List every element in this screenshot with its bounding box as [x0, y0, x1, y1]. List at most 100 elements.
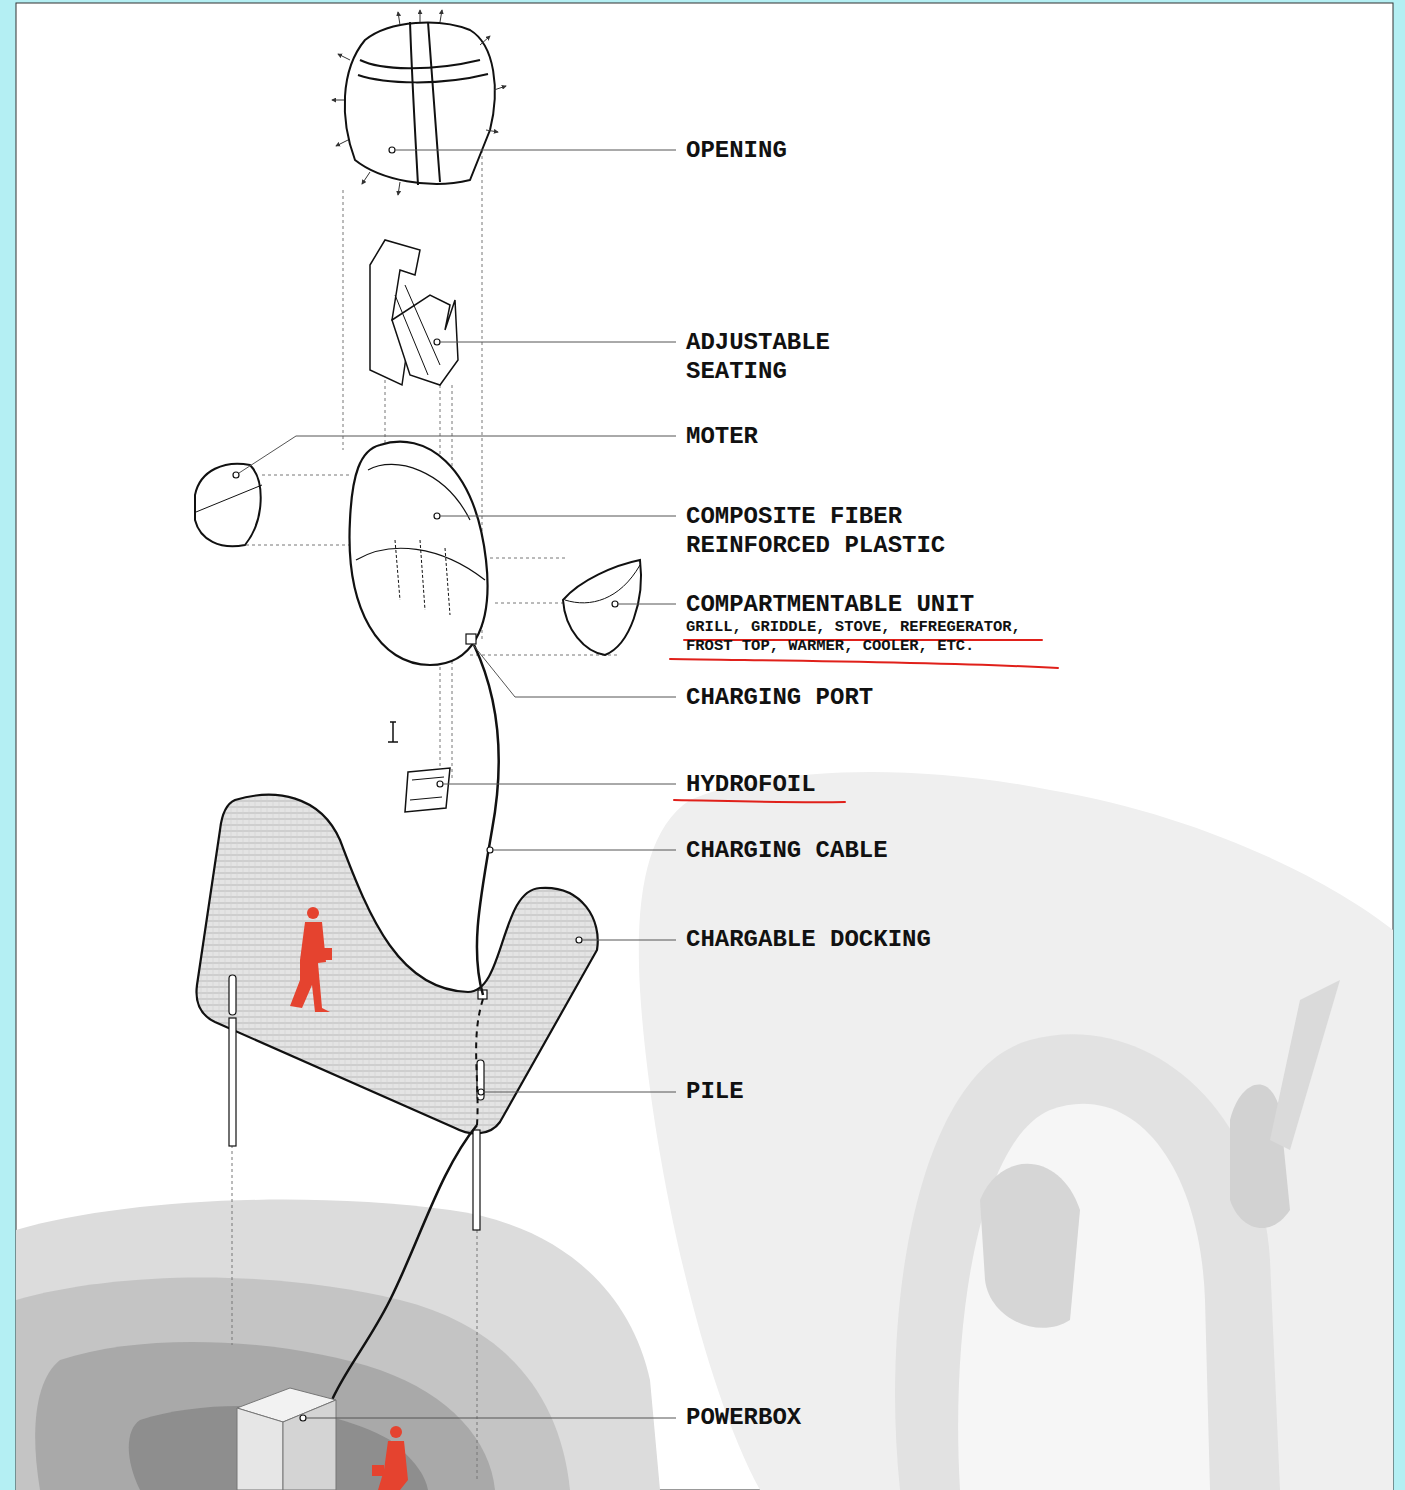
motion-arrow — [420, 10, 421, 22]
compartment-part — [563, 560, 641, 655]
motor-shell — [195, 464, 261, 547]
leader-line — [440, 342, 676, 343]
leader-dot — [478, 1089, 484, 1095]
motion-arrow — [398, 182, 400, 195]
compartment-seam — [565, 565, 640, 603]
leader-line — [493, 850, 676, 851]
contour — [16, 1278, 570, 1490]
leader-line — [474, 646, 676, 697]
hull-rim — [368, 464, 470, 520]
leader-dot — [612, 601, 618, 607]
leader-line — [484, 1092, 676, 1093]
charging-port-symbol — [466, 634, 476, 644]
motion-arrow — [440, 10, 442, 22]
guide-line — [490, 558, 565, 559]
part-label: CHARGING PORT — [686, 683, 873, 712]
leader-line — [582, 940, 676, 941]
leader-line — [440, 516, 676, 517]
part-label: GRILL, GRIDDLE, STOVE, REFREGERATOR, FRO… — [686, 618, 1030, 656]
hull-outline — [350, 442, 488, 665]
hydrofoil-wing — [405, 768, 450, 812]
shell-rib — [358, 74, 488, 82]
render-shadow — [1270, 980, 1340, 1150]
motion-arrow — [336, 140, 348, 146]
shell-rib — [360, 60, 480, 68]
guide-line — [240, 545, 355, 546]
guide-line — [262, 475, 352, 476]
shell-outline — [345, 23, 495, 184]
leader-dot — [434, 513, 440, 519]
seat-base — [392, 295, 458, 385]
pile — [473, 1130, 480, 1230]
render-pod-inner — [958, 1104, 1210, 1490]
red-markup — [670, 640, 1058, 803]
seat-rail — [395, 295, 428, 375]
part-label: MOTER — [686, 422, 758, 451]
charging-cable — [474, 645, 499, 995]
render-platform — [639, 772, 1393, 1490]
leader-dot — [576, 937, 582, 943]
figure-body — [290, 922, 330, 1012]
part-label: CHARGABLE DOCKING — [686, 925, 931, 954]
motion-arrow — [338, 54, 350, 60]
part-label: PILE — [686, 1077, 744, 1106]
leader-line — [443, 784, 676, 785]
hull-frame — [395, 540, 450, 615]
render-pod — [895, 1034, 1280, 1490]
leader-dot — [437, 781, 443, 787]
motion-arrow — [332, 100, 344, 101]
contour — [35, 1342, 495, 1490]
motor-part — [195, 464, 262, 547]
hydrofoil-rib — [410, 797, 442, 800]
leader-dot — [300, 1415, 306, 1421]
part-label: POWERBOX — [686, 1403, 801, 1432]
charging-cable — [320, 1125, 477, 1445]
leader-line — [395, 150, 676, 151]
guide-line — [495, 603, 565, 604]
sheet-panel — [16, 3, 1393, 1490]
part-label: OPENING — [686, 136, 787, 165]
docking-platform — [196, 795, 597, 1230]
leader-dot — [434, 339, 440, 345]
hull-rim — [356, 548, 485, 580]
hydrofoil-rib — [412, 777, 444, 780]
contour — [16, 1200, 660, 1490]
deck-outline — [196, 795, 597, 1134]
leader-dot — [389, 147, 395, 153]
figure-head — [390, 1426, 402, 1438]
scale-figure — [290, 907, 332, 1012]
seat-rail — [405, 285, 440, 365]
leader-lines — [239, 150, 676, 1418]
leader-line — [239, 436, 676, 473]
motion-arrow — [362, 172, 370, 184]
shell-rib — [410, 22, 418, 185]
box-side — [237, 1408, 283, 1490]
leader-line — [306, 1418, 676, 1419]
powerbox — [237, 1388, 336, 1490]
motion-arrow — [494, 86, 506, 90]
charging-cable-hidden — [476, 999, 483, 1125]
part-label: COMPARTMENTABLE UNIT — [686, 590, 974, 619]
underline-mark — [674, 800, 845, 802]
opening-arrows — [332, 10, 506, 195]
part-label: COMPOSITE FIBER REINFORCED PLASTIC — [686, 502, 974, 560]
motor-seam — [196, 485, 262, 512]
motion-arrow — [398, 12, 400, 25]
guide-line — [232, 1145, 233, 1345]
hydrofoil-strut — [388, 722, 398, 742]
leader-line — [618, 604, 676, 605]
hull — [350, 442, 488, 665]
motion-arrow — [486, 130, 498, 132]
render-figure — [980, 1164, 1080, 1328]
guide-line — [343, 190, 344, 450]
compartment-shell — [563, 560, 641, 655]
guide-line — [477, 1230, 478, 1480]
figure-bag — [372, 1465, 384, 1476]
shell-rib — [428, 22, 440, 182]
seating-module — [370, 240, 458, 385]
part-label: ADJUSTABLE SEATING — [686, 328, 931, 386]
scale-figure — [372, 1426, 408, 1490]
hydrofoil-parts — [388, 722, 450, 812]
box-side — [283, 1400, 336, 1490]
